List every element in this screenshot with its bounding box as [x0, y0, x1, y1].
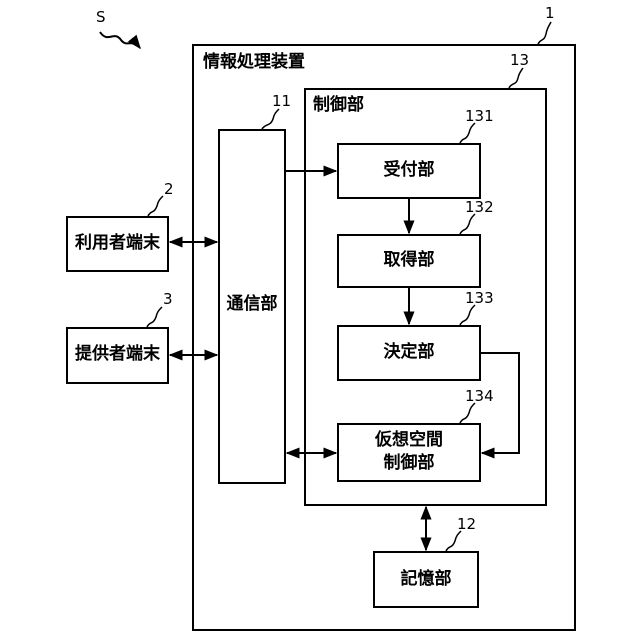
acquisition-ref-leader — [460, 214, 475, 234]
acquisition-ref: 132 — [465, 200, 494, 215]
control-ref: 13 — [510, 53, 529, 68]
user-ref-leader — [148, 196, 163, 216]
comm-ref-leader — [262, 109, 279, 129]
decision-ref: 133 — [465, 291, 494, 306]
user-ref: 2 — [164, 182, 174, 197]
system-ref: S — [96, 10, 106, 25]
device-label: 情報処理装置 — [203, 54, 305, 71]
control-label: 制御部 — [313, 97, 364, 114]
virtual-space-label: 仮想空間 制御部 — [338, 429, 480, 475]
virtual-space-label-line2: 制御部 — [338, 452, 480, 475]
provider-ref-leader — [147, 307, 162, 327]
decision-ref-leader — [460, 305, 475, 325]
storage-ref: 12 — [457, 517, 476, 532]
reception-label: 受付部 — [338, 162, 480, 179]
comm-ref: 11 — [272, 94, 291, 109]
device-ref-leader — [538, 22, 551, 44]
acquisition-label: 取得部 — [338, 252, 480, 269]
comm-label: 通信部 — [219, 296, 285, 313]
user-terminal-label: 利用者端末 — [67, 235, 168, 252]
control-ref-leader — [509, 68, 523, 88]
system-ref-leader — [100, 32, 140, 48]
virtual-space-label-line1: 仮想空間 — [338, 429, 480, 452]
provider-terminal-label: 提供者端末 — [67, 346, 168, 363]
device-ref: 1 — [545, 6, 555, 21]
virtual-ref-leader — [460, 403, 475, 423]
storage-ref-leader — [446, 531, 461, 551]
storage-label: 記憶部 — [374, 571, 478, 588]
provider-ref: 3 — [163, 292, 173, 307]
decision-label: 決定部 — [338, 344, 480, 361]
reception-ref: 131 — [465, 109, 494, 124]
reception-ref-leader — [460, 123, 475, 143]
virtual-ref: 134 — [465, 389, 494, 404]
device-box — [193, 45, 575, 630]
